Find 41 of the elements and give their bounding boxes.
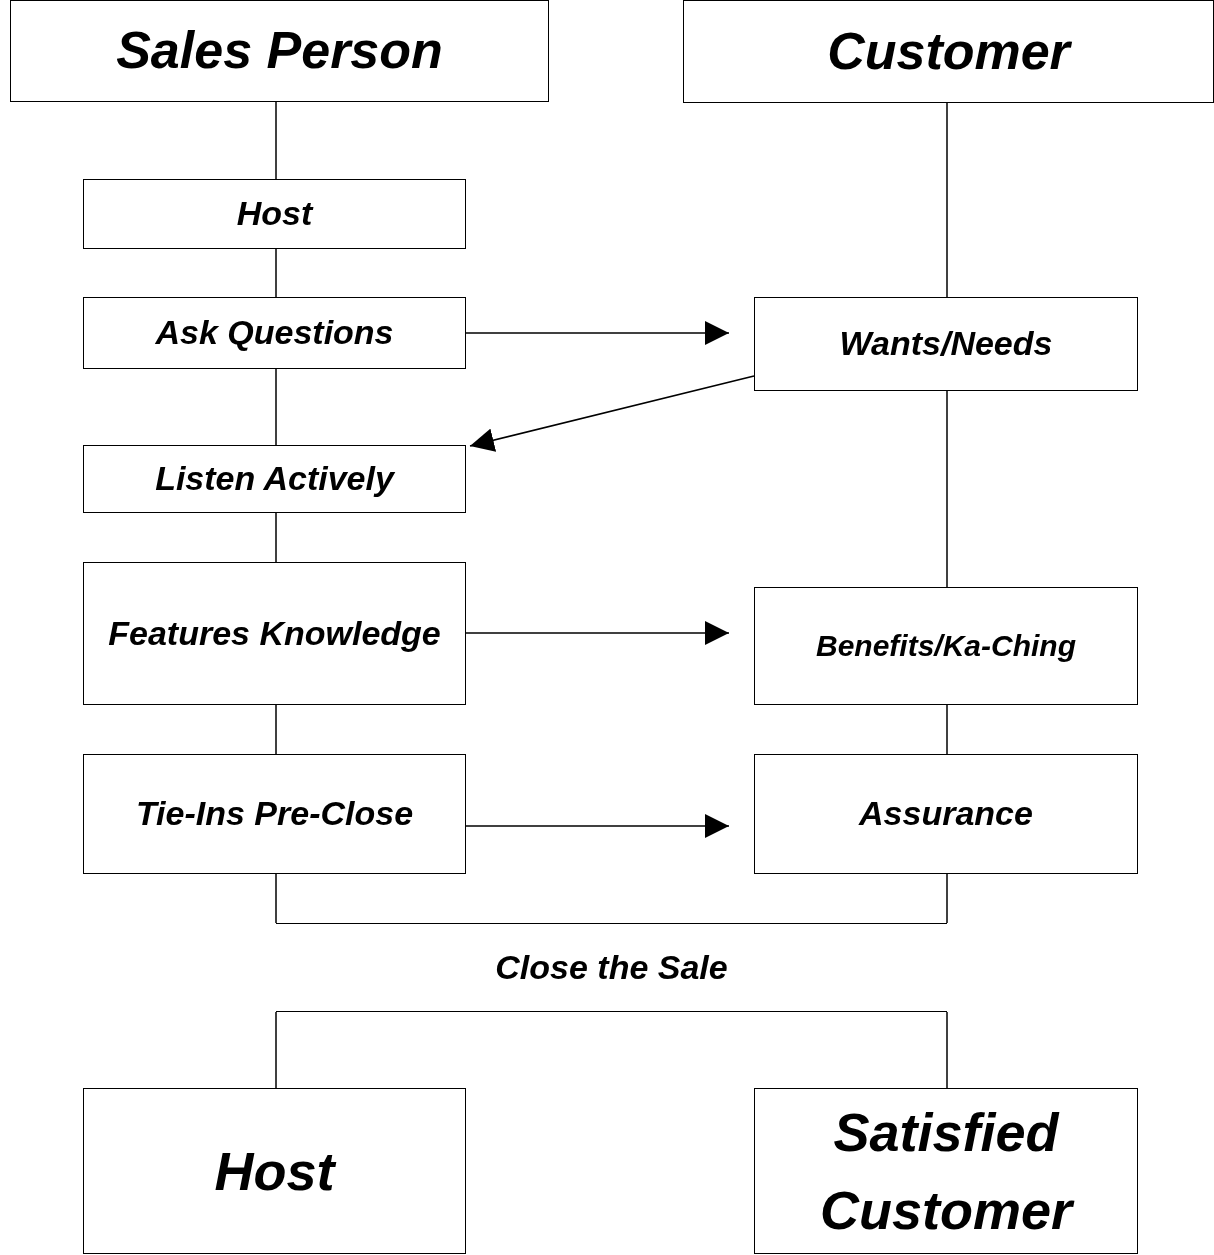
box-label: Wants/Needs — [839, 323, 1053, 365]
box-label: Features Knowledge — [108, 612, 441, 654]
end-box — [83, 1088, 466, 1254]
process-box — [83, 445, 466, 513]
connector-line — [946, 102, 948, 298]
connector-line — [946, 390, 948, 588]
connector-line — [275, 1011, 277, 1089]
box-label: Assurance — [859, 793, 1033, 835]
connector-line — [946, 704, 948, 755]
box-label: Benefits/Ka-Ching — [816, 628, 1076, 665]
box-label: Close the Sale — [495, 946, 728, 988]
process-box — [754, 587, 1138, 705]
connector-line — [275, 704, 277, 755]
connector-line — [275, 512, 277, 563]
box-label: Sales Person — [116, 20, 443, 82]
box-label: Customer — [827, 20, 1070, 82]
process-box — [754, 754, 1138, 874]
arrow — [465, 814, 730, 838]
connector-line — [946, 1011, 948, 1089]
box-label: Host — [214, 1139, 335, 1203]
connector-line — [275, 101, 277, 180]
connector-line — [946, 873, 948, 924]
process-box — [83, 754, 466, 874]
process-box — [83, 562, 466, 705]
box-label: Satisfied Customer — [764, 1092, 1128, 1250]
process-box — [754, 297, 1138, 391]
box-label: Tie-Ins Pre-Close — [135, 793, 414, 835]
connector-line — [275, 248, 277, 298]
box-label: Host — [236, 193, 313, 235]
process-box — [83, 179, 466, 249]
arrow — [469, 375, 755, 452]
header-box — [683, 0, 1214, 103]
box-label: Ask Questions — [155, 312, 394, 354]
process-box — [83, 297, 466, 369]
box-label: Listen Actively — [155, 458, 394, 500]
process-box — [276, 923, 947, 1012]
arrow — [465, 621, 730, 645]
arrow — [465, 321, 730, 345]
connector-line — [275, 368, 277, 446]
connector-line — [275, 873, 277, 924]
header-box — [10, 0, 549, 102]
